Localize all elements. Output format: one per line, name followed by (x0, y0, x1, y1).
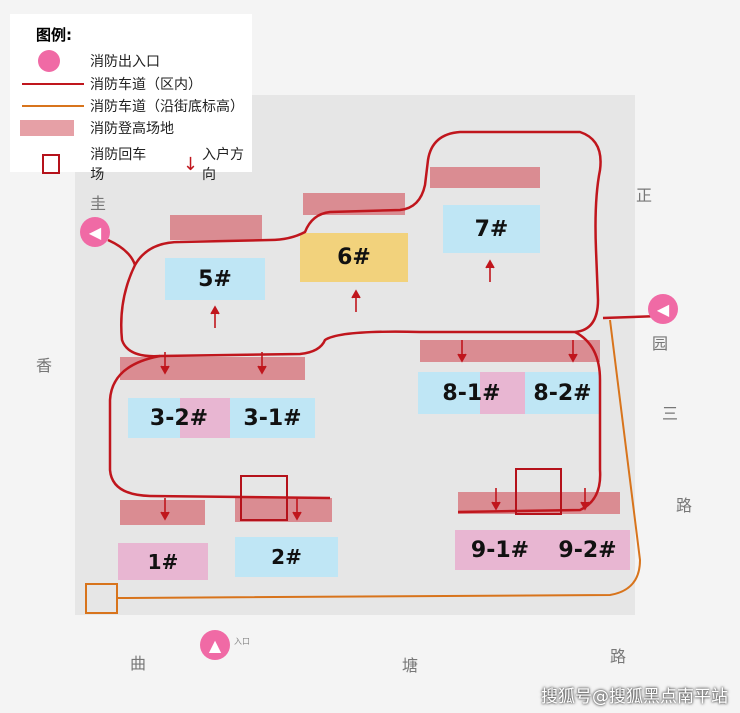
legend-label: 消防出入口 (90, 54, 160, 70)
turnaround-area (240, 475, 288, 521)
building-9-1[interactable]: 9-1# (455, 530, 545, 570)
fire-gate-icon (38, 50, 60, 72)
fire-platform (170, 215, 262, 240)
building-3-2-right (180, 398, 230, 438)
building-8-1[interactable]: 8-1# (442, 380, 501, 406)
street-char: 园 (652, 334, 669, 353)
legend-label: 消防车道（区内） (90, 77, 202, 93)
fire-gate-icon: ◀ (80, 217, 110, 247)
legend-label: 消防登高场地 (90, 121, 174, 137)
street-char: 塘 (402, 656, 419, 675)
building-9-2[interactable]: 9-2# (545, 530, 630, 570)
legend-label: 入户方向 (201, 147, 244, 183)
legend-title: 图例: (36, 26, 72, 44)
orange-line-icon (22, 105, 84, 107)
street-char: 路 (676, 496, 693, 515)
street-char: 圭 (90, 194, 107, 213)
building-3-2[interactable]: 3-2# (149, 405, 209, 431)
building-7[interactable]: 7# (443, 205, 540, 253)
building-8-2[interactable]: 8-2# (525, 372, 600, 414)
building-1[interactable]: 1# (118, 543, 208, 580)
building-8-1-left (418, 372, 480, 414)
fire-platform (458, 492, 620, 514)
fire-gate-icon: ▲ (200, 630, 230, 660)
street-char: 曲 (130, 654, 147, 673)
down-arrow-icon: ↓ (182, 153, 198, 175)
fire-road-north-loop (107, 130, 602, 358)
red-line-icon (22, 83, 84, 85)
street-char: 三 (662, 404, 679, 423)
building-3-2-left (128, 398, 180, 438)
street-char: 香 (36, 356, 53, 375)
turnaround-area (515, 468, 562, 515)
building-2[interactable]: 2# (235, 537, 338, 577)
legend-label: 消防回车场 (90, 147, 147, 183)
pink-rect-icon (20, 120, 74, 136)
legend-label: 消防车道（沿街底标高） (90, 99, 244, 115)
fire-road-west-loop (108, 354, 331, 500)
street-char: 正 (636, 186, 653, 205)
building-6[interactable]: 6# (300, 233, 408, 282)
watermark: 搜狐号@搜狐黑点南平站 (541, 687, 728, 707)
gate-label: 入口 (234, 637, 250, 646)
red-square-icon (42, 154, 61, 174)
street-char: 路 (610, 647, 627, 666)
building-3-1[interactable]: 3-1# (230, 398, 315, 438)
fire-platform (430, 167, 540, 188)
fire-gate-icon: ◀ (648, 294, 678, 324)
legend: 图例: 消防出入口 消防车道（区内） 消防车道（沿街底标高） 消防登高场地 消防… (10, 14, 252, 183)
street-road (117, 319, 642, 599)
building-5[interactable]: 5# (165, 258, 265, 300)
fire-platform (235, 498, 332, 522)
entry-arrows (160, 259, 590, 521)
turnaround-area-street (85, 583, 118, 614)
building-8-1-right (480, 372, 525, 414)
fire-platform (120, 357, 305, 380)
